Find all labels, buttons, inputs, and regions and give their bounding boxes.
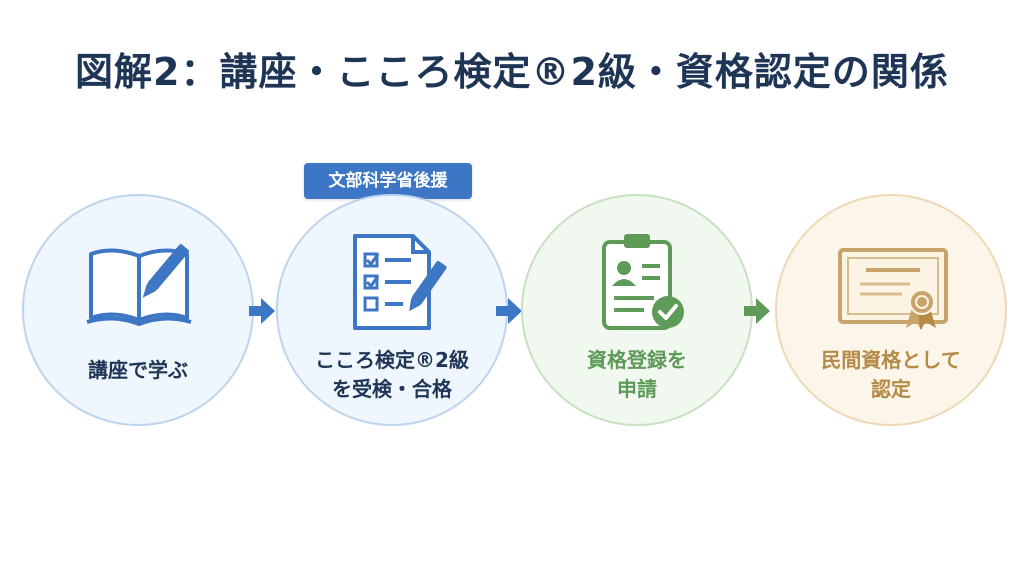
step-label: 講座で学ぶ xyxy=(88,358,188,382)
mext-support-badge: 文部科学省後援 xyxy=(304,163,472,199)
certificate-ribbon-icon xyxy=(838,248,948,330)
arrow-right-icon xyxy=(249,298,275,324)
arrow-right-icon xyxy=(496,298,522,324)
clipboard-profile-check-icon xyxy=(602,234,684,330)
step-label: こころ検定®2級 を受検・合格 xyxy=(315,348,469,401)
step-certified: 民間資格として 認定 xyxy=(775,194,1007,426)
diagram-title: 図解2：講座・こころ検定®2級・資格認定の関係 xyxy=(75,50,949,94)
step-study-course: 講座で学ぶ xyxy=(22,194,254,426)
arrow-right-icon xyxy=(744,298,770,324)
open-book-pencil-icon xyxy=(86,244,192,327)
checklist-pencil-icon xyxy=(353,234,447,330)
step-take-exam: こころ検定®2級 を受検・合格 xyxy=(276,194,508,426)
step-apply-registration: 資格登録を 申請 xyxy=(521,194,753,426)
step-label: 民間資格として 認定 xyxy=(821,348,961,401)
step-label: 資格登録を 申請 xyxy=(587,348,687,401)
